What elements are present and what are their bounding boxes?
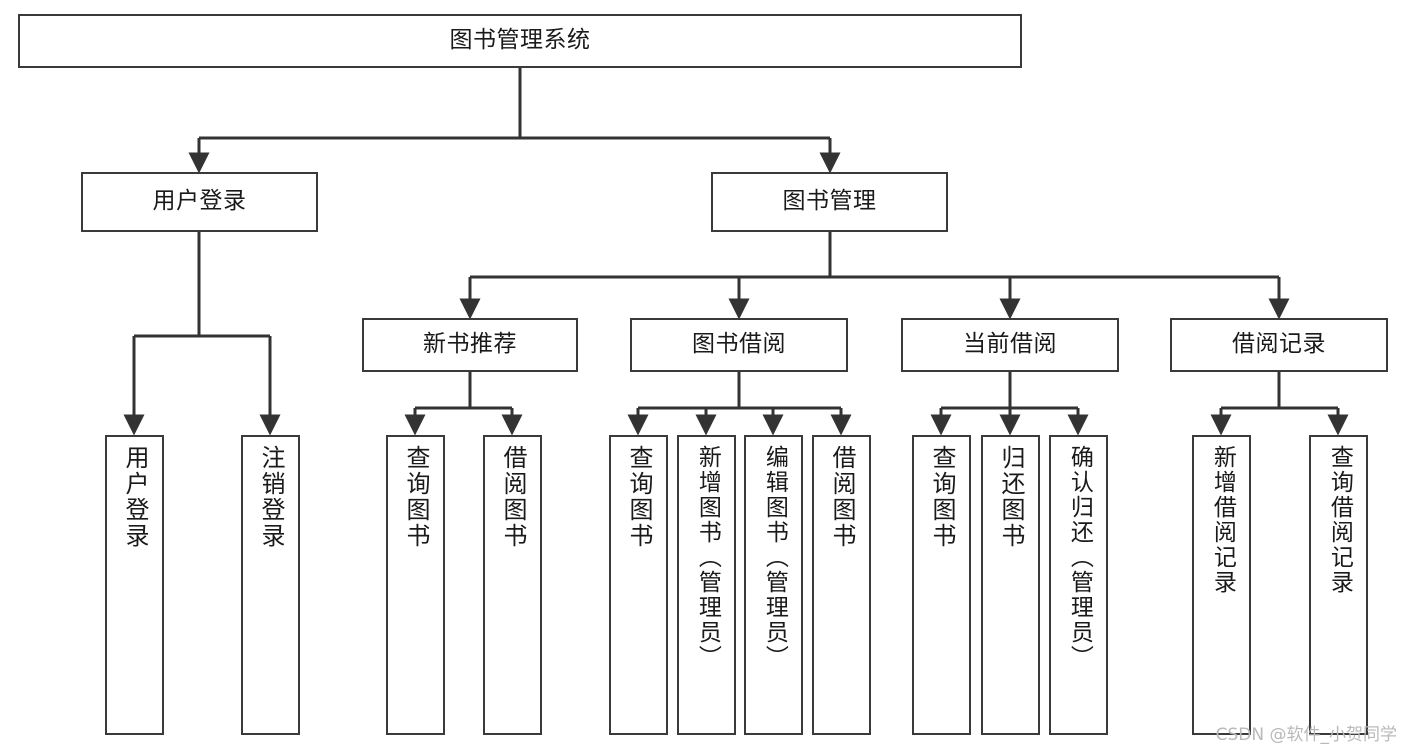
node-leaf-query-book-2-label: 查询图书	[624, 445, 653, 549]
node-new-book-recommend-label: 新书推荐	[423, 331, 517, 358]
node-leaf-logout[interactable]: 注销登录	[241, 435, 300, 735]
node-leaf-add-book[interactable]: 新增图书（管理员）	[677, 435, 736, 735]
node-book-borrow[interactable]: 图书借阅	[630, 318, 848, 372]
node-leaf-return-book[interactable]: 归还图书	[981, 435, 1040, 735]
node-book-management[interactable]: 图书管理	[711, 172, 948, 232]
node-leaf-query-book-1-label: 查询图书	[401, 445, 430, 549]
node-leaf-return-book-label: 归还图书	[996, 445, 1025, 549]
node-current-borrow-label: 当前借阅	[963, 331, 1057, 358]
node-leaf-user-login-label: 用户登录	[120, 445, 149, 549]
node-leaf-borrow-book-2-label: 借阅图书	[827, 445, 856, 549]
node-leaf-query-book-3-label: 查询图书	[927, 445, 956, 549]
node-new-book-recommend[interactable]: 新书推荐	[362, 318, 578, 372]
node-book-management-label: 图书管理	[782, 188, 877, 215]
node-leaf-query-book-1[interactable]: 查询图书	[386, 435, 445, 735]
node-root-system[interactable]: 图书管理系统	[18, 14, 1022, 68]
node-root-system-label: 图书管理系统	[449, 27, 591, 54]
csdn-watermark: CSDN @软件_小贺同学	[1215, 725, 1397, 745]
node-leaf-user-login[interactable]: 用户登录	[105, 435, 164, 735]
node-leaf-confirm-return-label: 确认归还（管理员）	[1066, 445, 1093, 670]
node-current-borrow[interactable]: 当前借阅	[901, 318, 1119, 372]
node-leaf-logout-label: 注销登录	[256, 445, 285, 549]
node-leaf-edit-book-label: 编辑图书（管理员）	[761, 445, 788, 670]
node-book-borrow-label: 图书借阅	[692, 331, 786, 358]
node-borrow-record-label: 借阅记录	[1232, 331, 1326, 358]
node-leaf-borrow-book-1[interactable]: 借阅图书	[483, 435, 542, 735]
node-user-login-label: 用户登录	[152, 188, 247, 215]
node-leaf-query-book-2[interactable]: 查询图书	[609, 435, 668, 735]
node-leaf-add-record-label: 新增借阅记录	[1209, 445, 1236, 595]
node-leaf-query-record[interactable]: 查询借阅记录	[1309, 435, 1368, 735]
node-user-login[interactable]: 用户登录	[81, 172, 318, 232]
node-leaf-add-record[interactable]: 新增借阅记录	[1192, 435, 1251, 735]
node-leaf-borrow-book-2[interactable]: 借阅图书	[812, 435, 871, 735]
node-leaf-edit-book[interactable]: 编辑图书（管理员）	[744, 435, 803, 735]
node-leaf-query-record-label: 查询借阅记录	[1326, 445, 1353, 595]
node-leaf-confirm-return[interactable]: 确认归还（管理员）	[1049, 435, 1108, 735]
node-leaf-borrow-book-1-label: 借阅图书	[498, 445, 527, 549]
node-borrow-record[interactable]: 借阅记录	[1170, 318, 1388, 372]
node-leaf-query-book-3[interactable]: 查询图书	[912, 435, 971, 735]
node-leaf-add-book-label: 新增图书（管理员）	[694, 445, 721, 670]
